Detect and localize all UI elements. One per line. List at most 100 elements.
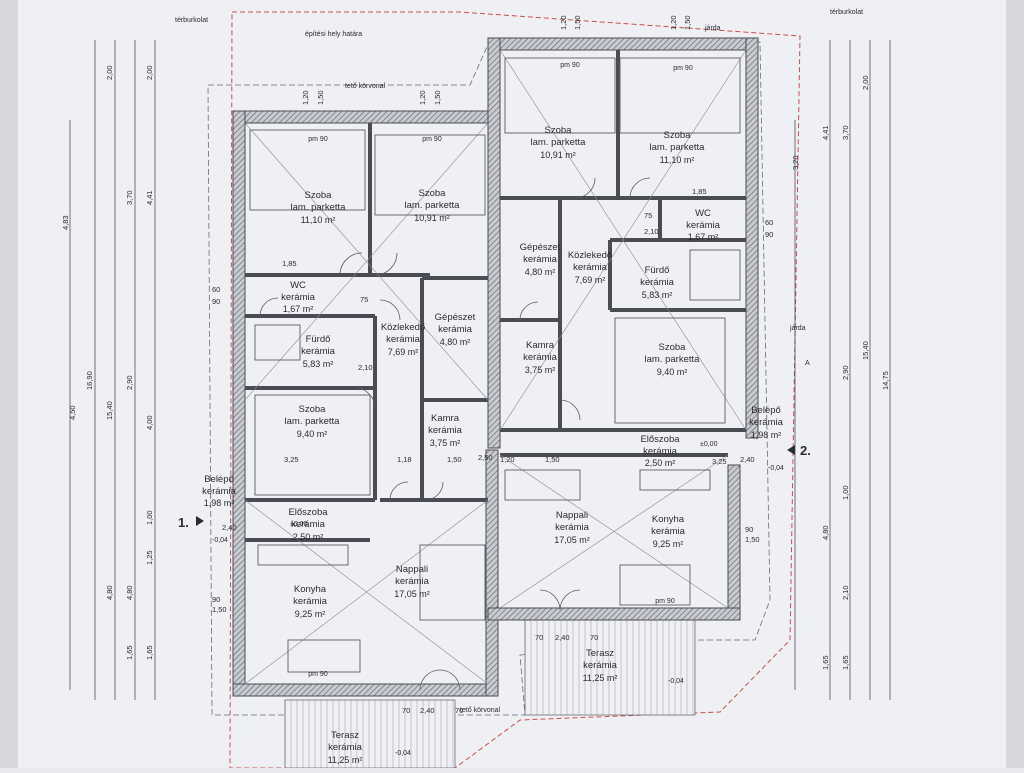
room-pm: pm 90: [422, 136, 442, 143]
dim-label: 4,80: [125, 585, 134, 600]
screen-bezel-left: [0, 0, 18, 768]
room-area: 2,50 m²: [293, 532, 324, 542]
room-finish: lam. parketta: [291, 202, 347, 213]
dim-label: 1,65: [145, 645, 154, 660]
room-finish: kerámia: [202, 486, 237, 497]
dim-label: 2,10: [358, 363, 373, 372]
dim-label: 15,40: [105, 401, 114, 420]
dim-label: 2,90: [841, 365, 850, 380]
room-area: 9,25 m²: [295, 609, 326, 619]
dim-label: 70: [535, 633, 543, 642]
room-finish: kerámia: [640, 277, 675, 288]
room-finish: kerámia: [523, 254, 558, 265]
dim-label: 1,65: [821, 655, 830, 670]
top-dimension-labels: 1,20 1,50 1,20 1,50 1,20 1,50 1,20 1,50: [301, 15, 692, 105]
dim-label: 2,90: [125, 375, 134, 390]
section-marker-a: A: [805, 360, 810, 367]
room-area: 1,98 m²: [204, 498, 235, 508]
room-finish: kerámia: [386, 334, 421, 345]
room-name: Konyha: [294, 584, 327, 595]
dim-label: 1,85: [282, 259, 297, 268]
room-finish: lam. parketta: [285, 416, 341, 427]
room-finish: lam. parketta: [650, 142, 706, 153]
room-area: 5,83 m²: [642, 290, 673, 300]
room-finish: kerámia: [749, 417, 784, 428]
dim-label: 2,10: [644, 227, 659, 236]
room-finish: kerámia: [301, 346, 336, 357]
dim-label: 2,10: [841, 585, 850, 600]
dim-label: 70: [455, 706, 463, 715]
room-area: 5,83 m²: [303, 359, 334, 369]
dim-label: 90: [765, 230, 773, 239]
dim-label: 1,50: [745, 535, 760, 544]
room-finish: kerámia: [438, 324, 473, 335]
left-unit-walls: [232, 110, 499, 697]
room-finish: kerámia: [523, 352, 558, 363]
room-name: Kamra: [431, 413, 460, 424]
dim-label: 3,20: [791, 155, 800, 170]
dim-label: 90: [212, 595, 220, 604]
dim-label: 75: [644, 211, 652, 220]
room-finish: lam. parketta: [645, 354, 701, 365]
room-finish: kerámia: [573, 262, 608, 273]
room-name: Belépő: [204, 474, 234, 485]
dim-label: 16,90: [85, 371, 94, 390]
dim-label: 1,50: [433, 90, 442, 105]
room-finish: kerámia: [583, 660, 618, 671]
room-name: Konyha: [652, 514, 685, 525]
right-room-labels: Szoba lam. parketta 10,91 m² pm 90 Szoba…: [520, 62, 784, 683]
dim-label: 3,25: [284, 455, 299, 464]
dim-label: 1,20: [500, 455, 515, 464]
room-finish: kerámia: [395, 576, 430, 587]
right-unit-walls: [487, 37, 759, 621]
room-finish: kerámia: [281, 292, 316, 303]
section-arrow-1: [196, 516, 204, 526]
level-mark: -0,04: [212, 537, 228, 544]
label-epitesi-hely-top: építési hely határa: [305, 31, 362, 38]
section-arrow-2: [787, 445, 795, 455]
label-terburkolat-left: térburkolat: [175, 17, 208, 24]
dim-label: 3,70: [841, 125, 850, 140]
room-name: Terasz: [586, 648, 614, 659]
room-finish: kerámia: [643, 446, 678, 457]
left-dimension-labels: 4,83 16,90 15,40 4,50 3,70 4,41 2,00 2,0…: [61, 65, 154, 660]
label-teto-korvonal-bottom: tető körvonal: [460, 707, 501, 714]
room-area: 10,91 m²: [540, 150, 576, 160]
room-area: 7,69 m²: [575, 275, 606, 285]
left-unit-partitions: [245, 123, 488, 542]
room-area: 4,80 m²: [525, 267, 556, 277]
label-terburkolat-right: térburkolat: [830, 9, 863, 16]
dim-label: 4,80: [821, 525, 830, 540]
room-finish: lam. parketta: [531, 137, 587, 148]
room-name: Szoba: [419, 188, 447, 199]
level-mark: -0,04: [395, 750, 411, 757]
dim-label: 1,65: [841, 655, 850, 670]
right-unit-partitions: [500, 50, 746, 457]
dim-label: 2,50: [478, 453, 493, 462]
room-pm: pm 90: [308, 671, 328, 678]
label-jarda-top: járda: [704, 25, 721, 32]
dim-label: 14,75: [881, 371, 890, 390]
room-pm: pm 90: [673, 65, 693, 72]
room-name: Gépészet: [520, 242, 561, 253]
dim-label: 4,41: [821, 125, 830, 140]
dim-label: 3,25: [712, 457, 727, 466]
dim-label: 15,40: [861, 341, 870, 360]
dim-label: 1,00: [145, 510, 154, 525]
room-area: 17,05 m²: [394, 589, 430, 599]
room-name: Szoba: [659, 342, 687, 353]
room-finish: kerámia: [686, 220, 721, 231]
room-area: 4,80 m²: [440, 337, 471, 347]
dim-label: 60: [765, 218, 773, 227]
room-name: WC: [290, 280, 306, 291]
room-name: Közlekedő: [381, 322, 425, 333]
dim-label: 60: [212, 285, 220, 294]
room-name: Kamra: [526, 340, 555, 351]
room-area: 11,10 m²: [660, 155, 695, 165]
room-finish: kerámia: [651, 526, 686, 537]
section-marker-1: 1.: [178, 515, 189, 530]
label-jarda-right: járda: [789, 325, 806, 332]
dim-label: 4,00: [145, 415, 154, 430]
